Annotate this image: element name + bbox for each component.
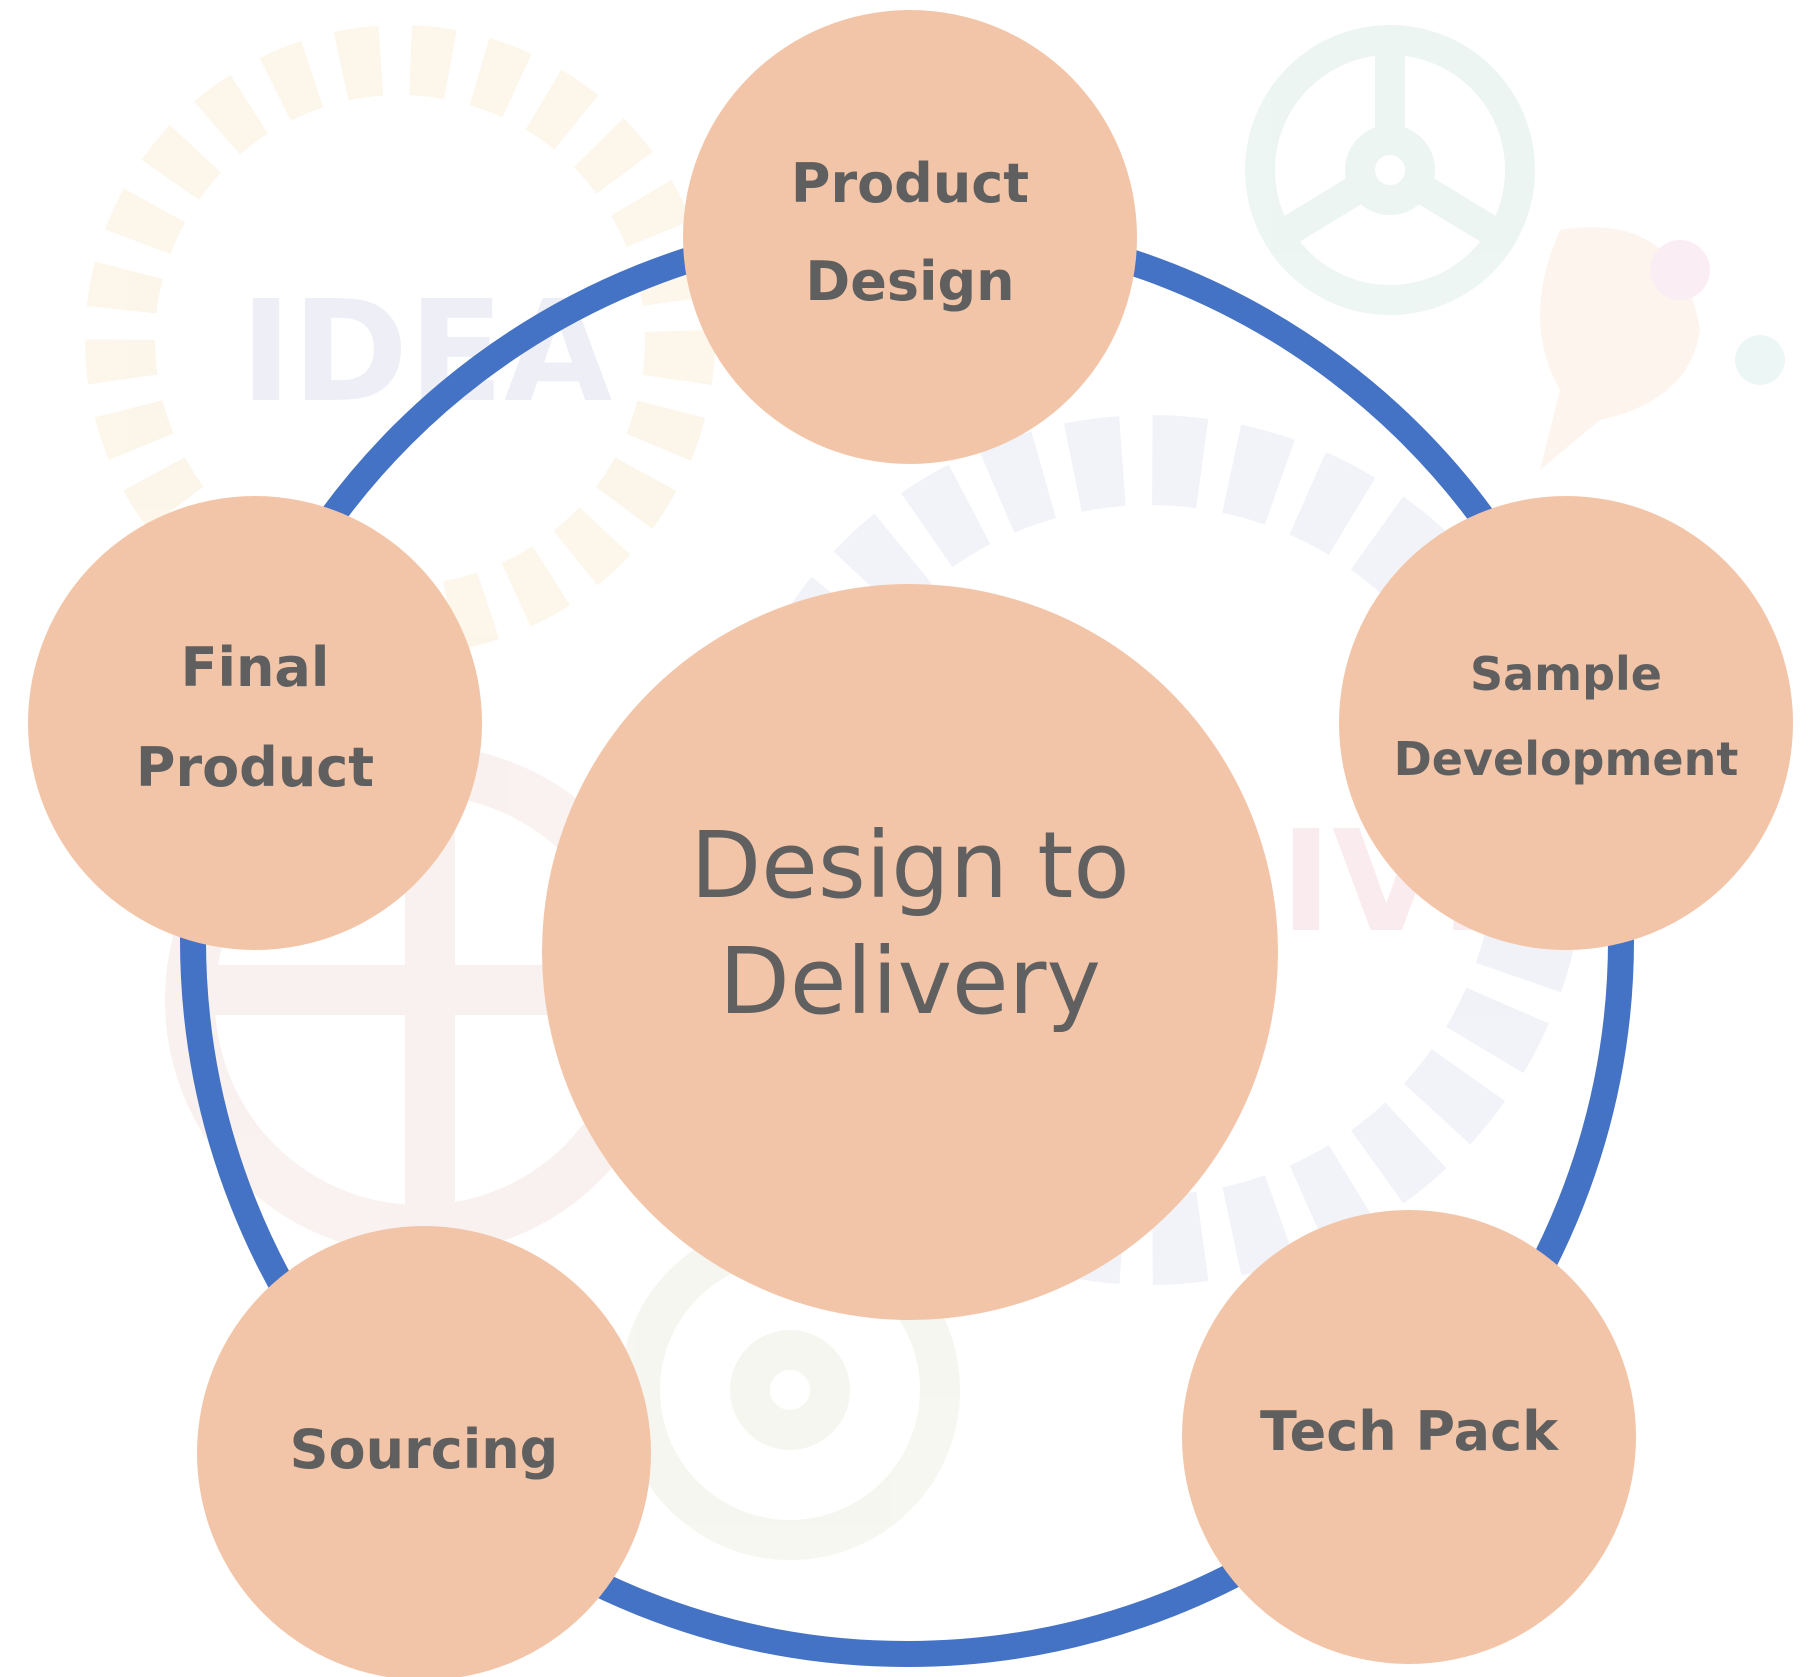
node-label-line-2: Development bbox=[1394, 732, 1739, 786]
speech-bubble-icon bbox=[1540, 227, 1785, 470]
node-tech-pack[interactable]: Tech Pack bbox=[1182, 1210, 1636, 1664]
node-sourcing[interactable]: Sourcing bbox=[197, 1226, 651, 1677]
node-label-line-2: Product bbox=[136, 736, 374, 799]
node-circle bbox=[28, 496, 482, 950]
node-label-line-2: Design bbox=[805, 250, 1014, 313]
node-sample-development[interactable]: Sample Development bbox=[1339, 496, 1793, 950]
node-product-design[interactable]: Product Design bbox=[683, 10, 1137, 464]
node-circle bbox=[683, 10, 1137, 464]
node-circle bbox=[197, 1226, 651, 1677]
center-title-line-1: Design to bbox=[690, 812, 1129, 919]
node-label-line-1: Sourcing bbox=[290, 1418, 559, 1481]
center-hub: Design to Delivery bbox=[542, 584, 1278, 1320]
node-label-line-1: Sample bbox=[1470, 647, 1662, 701]
center-circle bbox=[542, 584, 1278, 1320]
node-label-line-1: Tech Pack bbox=[1260, 1400, 1559, 1463]
node-circle bbox=[1182, 1210, 1636, 1664]
node-final-product[interactable]: Final Product bbox=[28, 496, 482, 950]
node-circle bbox=[1339, 496, 1793, 950]
center-title-line-2: Delivery bbox=[719, 928, 1101, 1035]
node-label-line-1: Product bbox=[791, 152, 1029, 215]
node-label-line-1: Final bbox=[181, 636, 330, 699]
gear-icon bbox=[1245, 25, 1535, 315]
